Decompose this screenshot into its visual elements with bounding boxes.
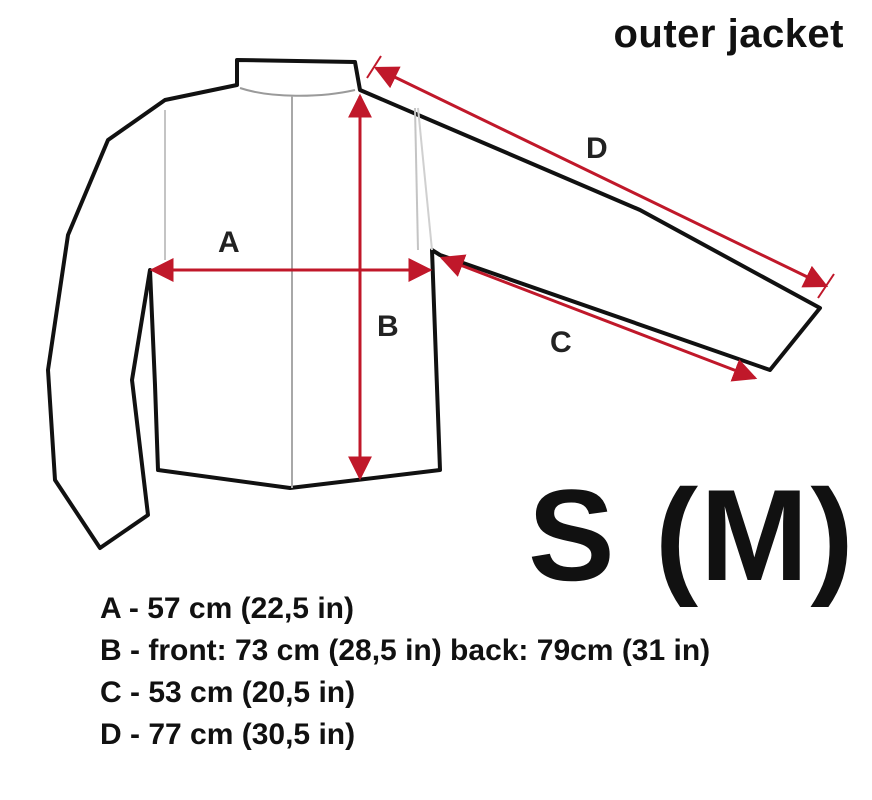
sleeve-seam bbox=[417, 107, 433, 251]
label-c: C bbox=[550, 326, 572, 359]
page-title: outer jacket bbox=[613, 12, 844, 56]
label-d: D bbox=[586, 132, 608, 165]
measurement-b: B - front: 73 cm (28,5 in) back: 79cm (3… bbox=[100, 634, 711, 667]
label-b: B bbox=[377, 310, 399, 343]
tick-d-end bbox=[817, 273, 835, 299]
right-side-seam bbox=[414, 107, 419, 251]
measurement-a: A - 57 cm (22,5 in) bbox=[100, 592, 354, 625]
size-label: S (M) bbox=[528, 462, 856, 608]
label-a: A bbox=[218, 226, 240, 259]
arrow-c bbox=[439, 254, 758, 382]
measurement-c: C - 53 cm (20,5 in) bbox=[100, 676, 356, 709]
tick-d-start bbox=[366, 55, 382, 79]
collar bbox=[239, 87, 356, 97]
measurement-list: A - 57 cm (22,5 in) B - front: 73 cm (28… bbox=[100, 588, 710, 756]
arrow-d bbox=[373, 66, 829, 288]
measurement-d: D - 77 cm (30,5 in) bbox=[100, 718, 356, 751]
